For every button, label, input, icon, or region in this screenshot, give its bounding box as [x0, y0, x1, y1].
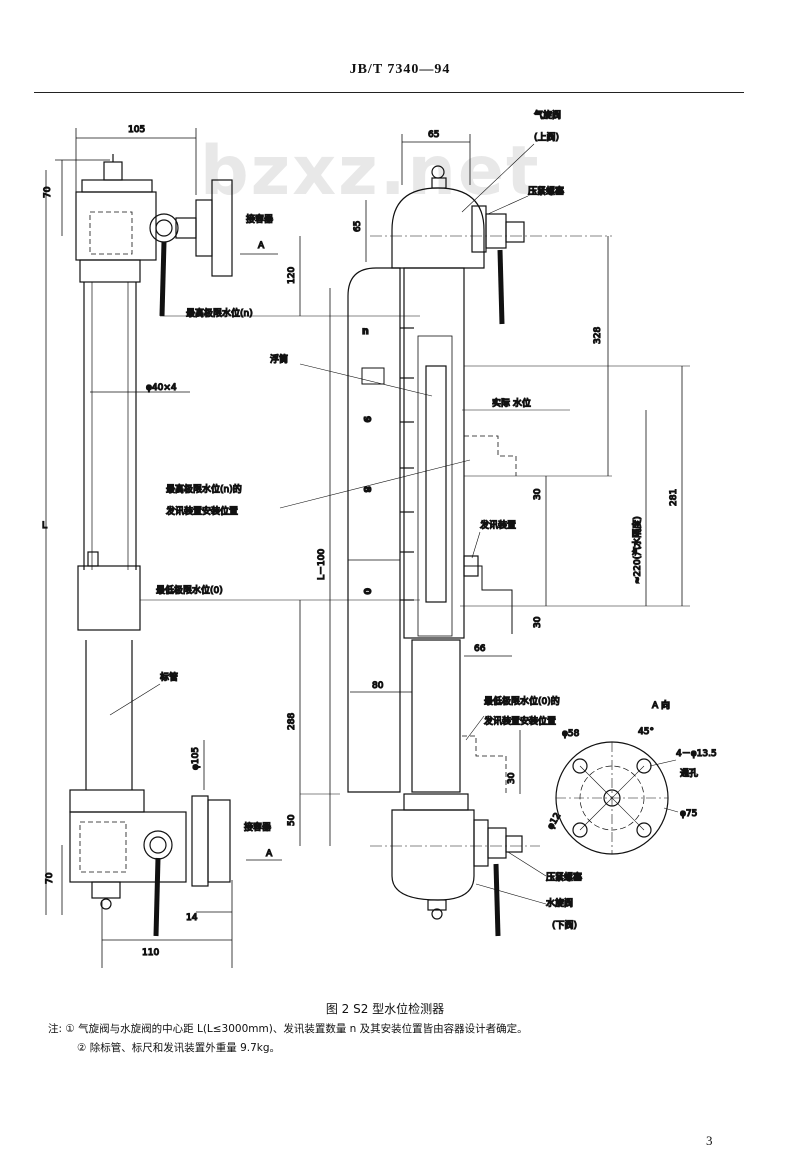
- label-qixuanfa: 气旋阀: [534, 109, 561, 121]
- dim-phi58: φ58: [562, 729, 580, 739]
- dim-L100: L－100: [317, 549, 327, 580]
- dim-30-a: 30: [533, 488, 543, 500]
- dim-14: 14: [186, 913, 198, 923]
- dim-105: 105: [128, 125, 145, 135]
- dim-80: 80: [372, 681, 384, 691]
- label-fx-max-1: 最高极限水位(n)的: [166, 483, 242, 495]
- dim-phi75: φ75: [680, 809, 697, 819]
- label-fx-min-1: 最低极限水位(0)的: [484, 695, 560, 707]
- dim-phi105: φ105: [191, 747, 201, 770]
- dim-288: 288: [287, 713, 297, 730]
- dim-66: 66: [474, 644, 486, 654]
- scale-8: 8: [361, 486, 372, 493]
- dim-220: ≈220(汽水隔度): [631, 516, 643, 584]
- label-yajinluomao-top: 压紧螺塞: [528, 185, 564, 197]
- watermark: bzxz.net: [200, 132, 541, 211]
- label-shuixuanfa: 水旋阀: [546, 897, 573, 909]
- label-max-level-left: 最高极限水位(n): [186, 307, 253, 319]
- scale-0: 0: [361, 588, 372, 595]
- label-yajinluomao-bot: 压紧螺塞: [546, 871, 582, 883]
- figure-notes: 注: ① 气旋阀与水旋阀的中心距 L(L≤3000mm)、发讯装置数量 n 及其…: [48, 1020, 528, 1058]
- dim-70-top: 70: [43, 186, 53, 198]
- label-biaoguan: 标管: [160, 671, 178, 683]
- dim-30-b: 30: [533, 616, 543, 628]
- label-jierongqi-bot: 接容器: [244, 821, 271, 833]
- dim-328: 328: [593, 327, 603, 344]
- standard-number: JB/T 7340—94: [349, 62, 451, 77]
- note-2: ② 除标管、标尺和发讯装置外重量 9.7kg。: [77, 1042, 281, 1054]
- label-fx-min-2: 发讯装置安装位置: [484, 715, 556, 727]
- dim-30-c: 30: [507, 772, 517, 784]
- dim-50: 50: [287, 814, 297, 826]
- label-shangfa: (上阀): [534, 132, 559, 143]
- label-fx-max-2: 发讯装置安装位置: [166, 505, 238, 517]
- label-xiafa: (下阀): [552, 920, 577, 931]
- label-faxun: 发讯装置: [480, 519, 516, 531]
- dim-120: 120: [287, 267, 297, 284]
- figure-caption: 图 2 S2 型水位检测器: [325, 1002, 445, 1016]
- a-view: A 向 φ58 45° 4－φ13.5 通孔 φ12 φ75: [545, 698, 717, 855]
- dim-phi40x4: φ40×4: [146, 383, 177, 393]
- label-A-view: A 向: [652, 699, 670, 711]
- label-min-level-left: 最低极限水位(0): [156, 584, 223, 596]
- note-1: 注: ① 气旋阀与水旋阀的中心距 L(L≤3000mm)、发讯装置数量 n 及其…: [48, 1023, 528, 1035]
- scale-n: n: [362, 326, 369, 337]
- right-view: 65 65 气旋阀 (上阀) 压紧螺塞 n 9 8 0: [165, 108, 690, 937]
- technical-drawing: 105 70 接容器 A 120 最高极限水位(n) φ40×4: [41, 108, 717, 968]
- dim-70-bot: 70: [45, 872, 55, 884]
- dim-281: 281: [669, 489, 679, 506]
- label-A-bot: A: [266, 849, 273, 859]
- dim-angle45: 45°: [638, 727, 654, 737]
- dim-65-top: 65: [428, 130, 439, 140]
- dim-L: L: [42, 521, 47, 531]
- label-A-top: A: [258, 241, 265, 251]
- label-jierongqi-top: 接容器: [246, 213, 273, 225]
- page-number: 3: [706, 1133, 713, 1148]
- dim-65-side: 65: [353, 221, 363, 232]
- left-view: 105 70 接容器 A 120 最高极限水位(n) φ40×4: [41, 124, 420, 968]
- scale-9: 9: [361, 416, 372, 423]
- label-tongkong: 通孔: [680, 768, 698, 779]
- dim-holes: 4－φ13.5: [676, 749, 717, 759]
- header-rule: [34, 92, 744, 93]
- dim-110: 110: [142, 948, 159, 958]
- label-futong: 浮筒: [270, 353, 288, 365]
- label-shiji-shuiwei: 实际 水位: [492, 397, 531, 409]
